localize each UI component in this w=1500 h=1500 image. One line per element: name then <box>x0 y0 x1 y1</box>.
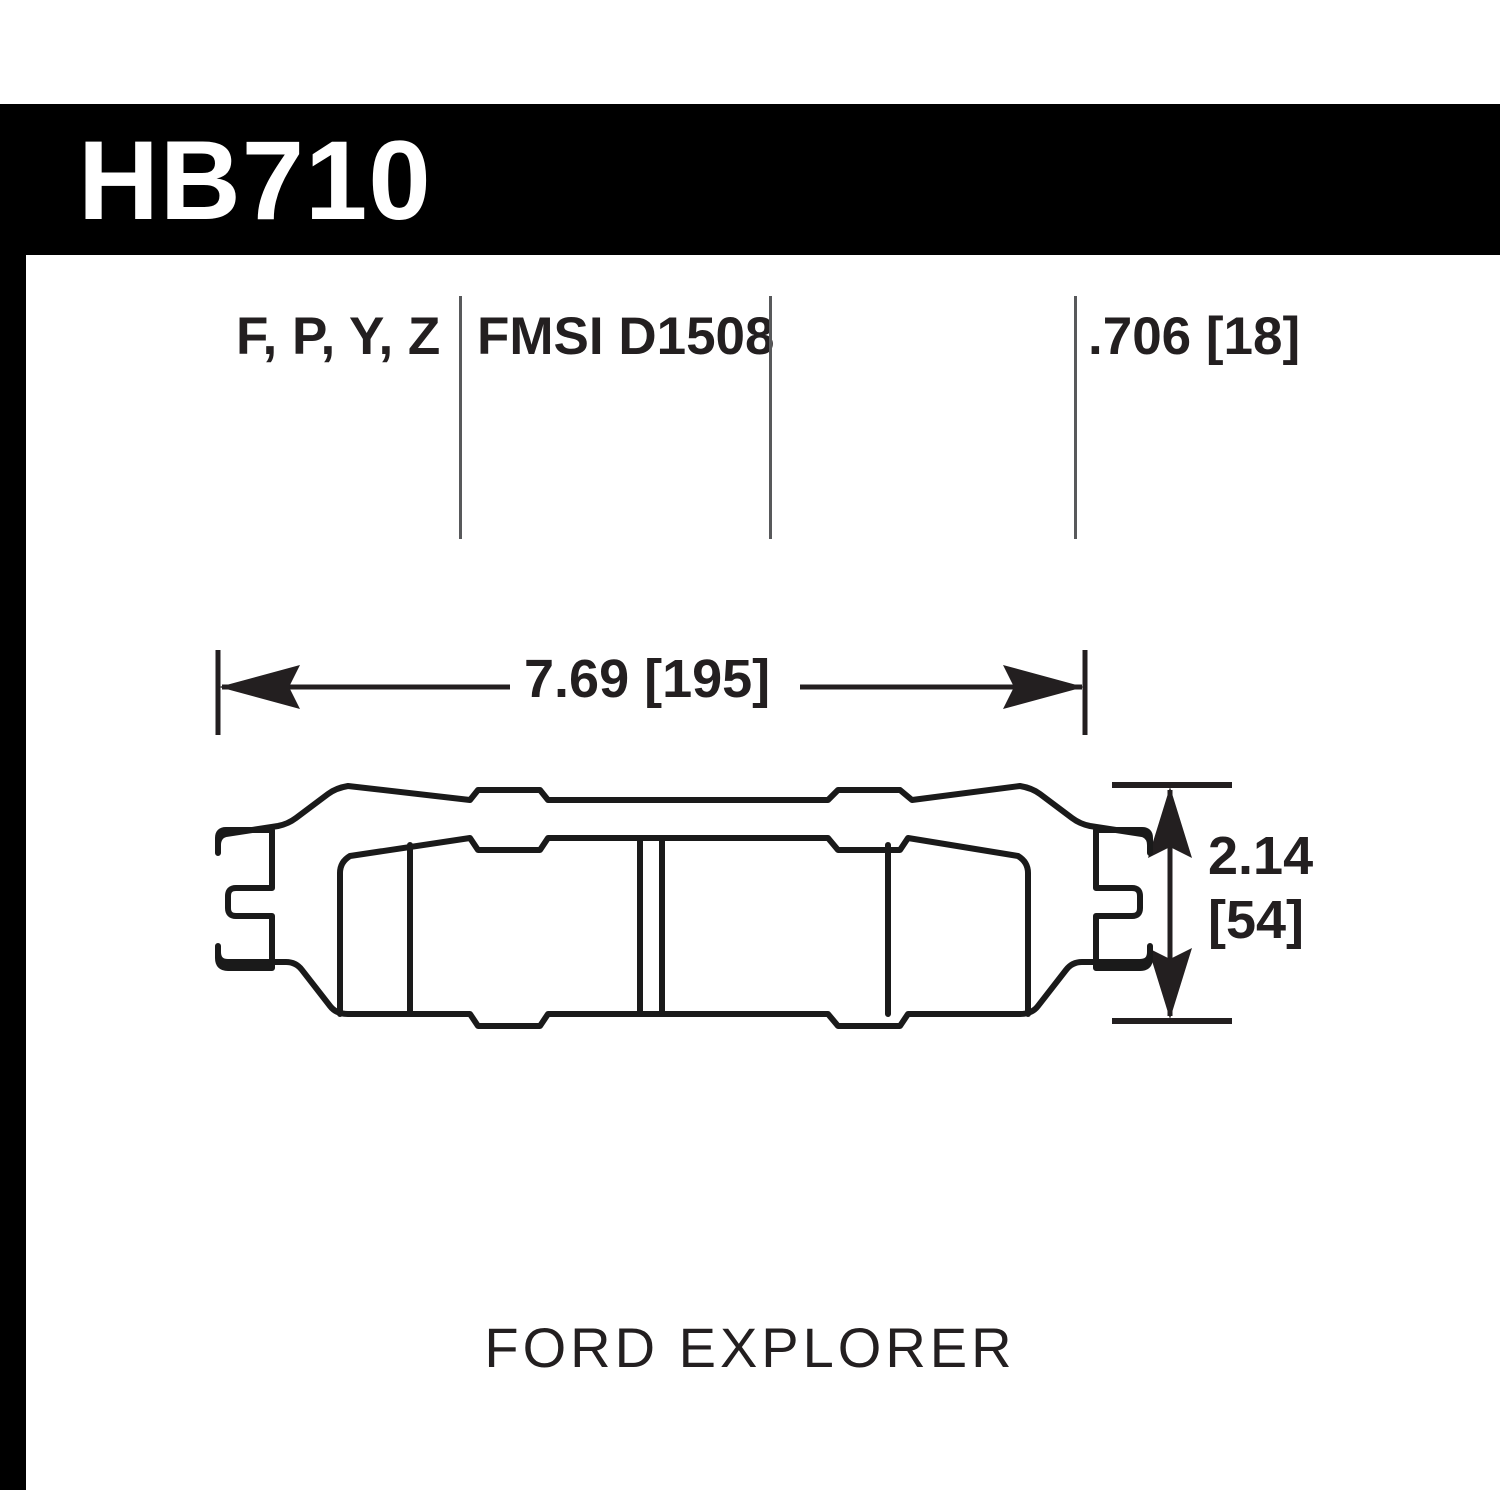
thickness-dimension: .706 [18] <box>1088 307 1301 366</box>
arrow-left-icon <box>219 665 300 709</box>
height-dimension-group <box>1112 782 1232 1024</box>
height-dimension-label: 2.14 [54] <box>1208 824 1313 952</box>
vehicle-application-label: FORD EXPLORER <box>484 1316 1016 1379</box>
friction-material-edge <box>337 835 1031 1017</box>
compound-codes: F, P, Y, Z <box>236 307 441 366</box>
fmsi-number: FMSI D1508 <box>477 307 775 366</box>
header-bar <box>0 104 1500 255</box>
left-border <box>0 104 26 1490</box>
width-dimension-label: 7.69 [195] <box>524 649 771 709</box>
spec-divider-1 <box>459 296 462 539</box>
backing-plate-outline <box>215 783 1153 1029</box>
height-dimension-mm: [54] <box>1208 890 1305 950</box>
width-dimension-group <box>215 650 1088 735</box>
arrow-up-icon <box>1148 787 1192 858</box>
height-dimension-inches: 2.14 <box>1208 826 1314 886</box>
spec-divider-2 <box>769 296 772 539</box>
arrow-down-icon <box>1148 948 1192 1019</box>
arrow-right-icon <box>1003 665 1084 709</box>
brake-pad-outline <box>215 783 1153 1029</box>
spec-divider-3 <box>1074 296 1077 539</box>
part-number: HB710 <box>78 118 432 243</box>
